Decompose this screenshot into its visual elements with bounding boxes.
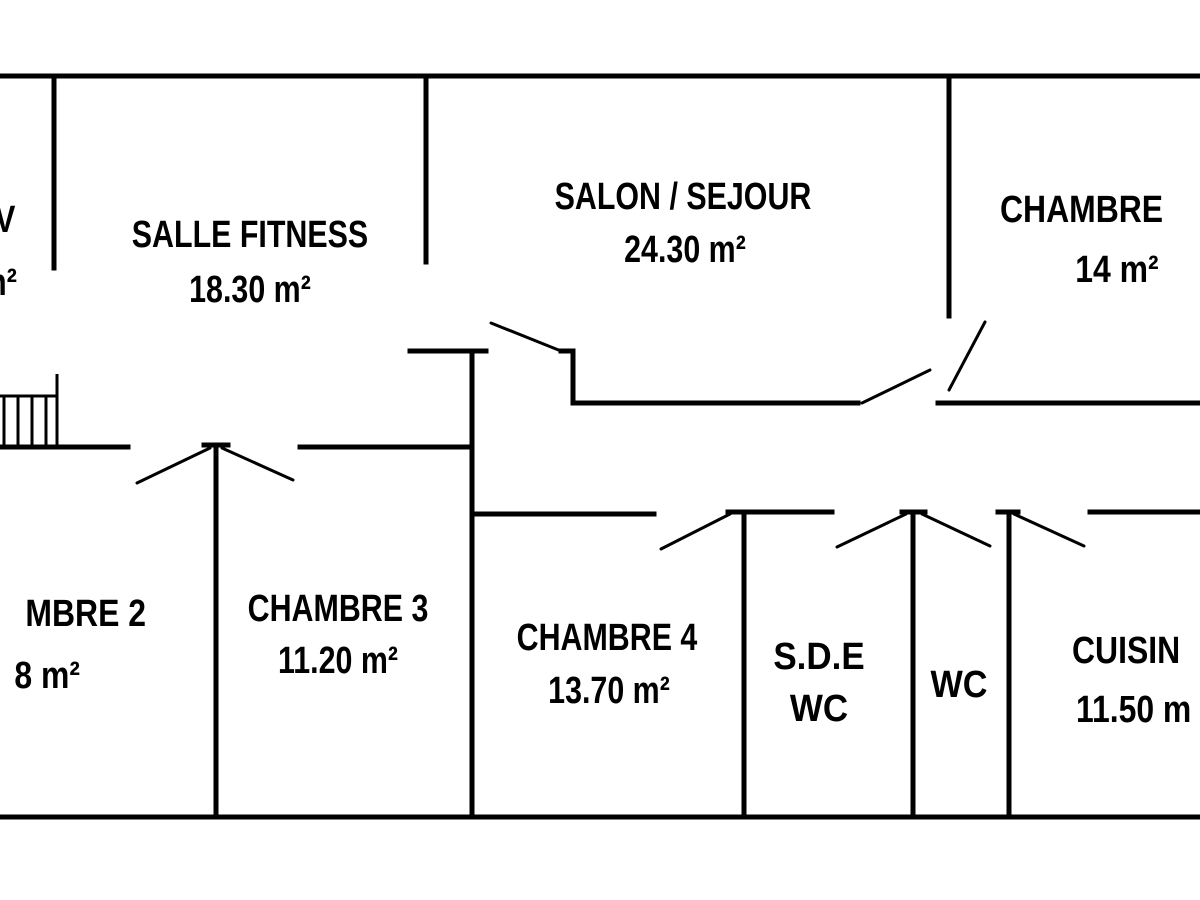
room-name-wc: WC: [931, 662, 988, 705]
door-wc: [920, 512, 992, 548]
room-name-chambre-1: CHAMBRE: [1000, 188, 1163, 230]
room-labels: V m² SALLE FITNESS 18.30 m² SALON / SEJO…: [0, 176, 1191, 731]
door-sde: [835, 512, 908, 549]
walls: [0, 73, 1200, 820]
room-name-dressing: V: [0, 199, 15, 241]
door-chambre3: [220, 446, 295, 482]
door-chambre1: [947, 320, 987, 392]
door-corridor-salon: [860, 368, 932, 405]
door-cuisine: [1012, 512, 1086, 548]
door-chambre2: [135, 446, 212, 485]
room-name-chambre-3: CHAMBRE 3: [248, 588, 429, 630]
room-area-cuisine: 11.50 m: [1076, 688, 1191, 730]
door-salon: [489, 321, 563, 353]
room-area-chambre-3: 11.20 m²: [278, 640, 398, 682]
room-name-cuisine: CUISIN: [1072, 629, 1180, 671]
doors: [135, 320, 1086, 551]
room-area-chambre-2: 8 m²: [14, 654, 80, 696]
room-area-chambre-4: 13.70 m²: [548, 670, 670, 712]
room-area-salon-sejour: 24.30 m²: [624, 229, 746, 271]
room-name-chambre-2: MBRE 2: [25, 592, 146, 634]
room-area-chambre-1: 14 m²: [1075, 248, 1158, 290]
room-name-sde-wc: S.D.E: [773, 635, 864, 678]
staircase: [0, 374, 59, 445]
room-name-chambre-4: CHAMBRE 4: [517, 617, 698, 659]
room-name-salon-sejour: SALON / SEJOUR: [555, 176, 812, 218]
room-name-salle-fitness: SALLE FITNESS: [132, 214, 368, 256]
room-area-dressing: m²: [0, 262, 17, 304]
room-area-salle-fitness: 18.30 m²: [189, 269, 311, 311]
room-area-sde-wc: WC: [790, 687, 848, 730]
door-chambre4: [659, 512, 732, 551]
